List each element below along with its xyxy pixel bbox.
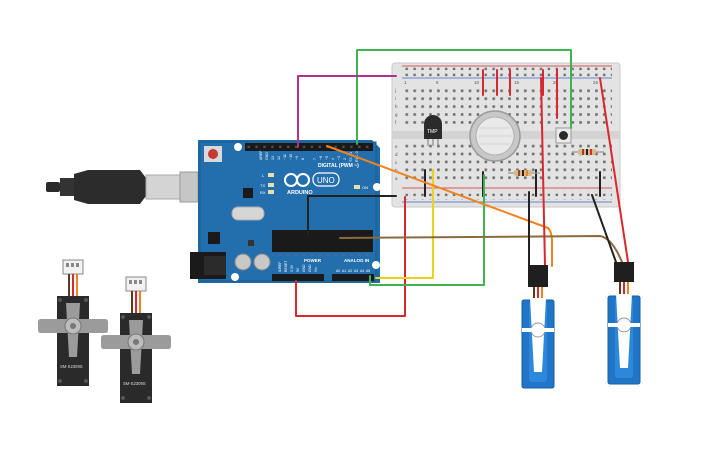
usb-cable — [46, 170, 199, 204]
resistor-2 — [508, 170, 540, 176]
bb-row-h: h — [395, 104, 398, 109]
breadboard-column-numbers: 1 5 10 15 20 25 — [404, 80, 599, 85]
resistor-1 — [572, 149, 604, 155]
pin-1: TX→1 — [349, 152, 353, 162]
analog-label: ANALOG IN — [344, 258, 369, 263]
led-l-label: L — [262, 173, 265, 178]
atmega-chip — [272, 230, 373, 252]
bb-col-1: 1 — [404, 80, 407, 85]
arduino-uno-board: AREF GND 13 12 ~11 ~10 ~9 8 7 ~6 ~5 4 ~3… — [190, 140, 381, 283]
wire-servo1-red — [540, 77, 546, 267]
pin-a0: A0 — [336, 269, 340, 273]
pin-5: ~5 — [325, 156, 329, 160]
bb-col-10: 10 — [474, 80, 480, 85]
pin-5v: 5V — [296, 267, 300, 272]
bb-row-i: i — [395, 96, 396, 101]
pin-9: ~9 — [295, 156, 299, 160]
pin-a5: A5 — [366, 269, 370, 273]
bb-row-a: a — [395, 176, 398, 181]
tmp-label: TMP — [427, 129, 438, 135]
pin-gnd-1: GND — [302, 264, 306, 272]
bb-col-20: 20 — [553, 80, 559, 85]
pin-12: 12 — [277, 156, 281, 160]
arduino-brand-label: ARDUINO — [287, 190, 313, 196]
servo-blue-2 — [607, 262, 641, 385]
bb-row-c: c — [395, 160, 398, 165]
wire-orange — [326, 145, 553, 267]
wire-green-top — [356, 49, 572, 145]
pin-10: ~10 — [289, 154, 293, 160]
pin-gnd-2: GND — [308, 264, 312, 272]
reset-button — [208, 149, 218, 159]
bb-row-d: d — [395, 152, 398, 157]
digital-label: DIGITAL (PWM ~) — [318, 163, 359, 169]
servo-black-2-label: SM-S2309S — [123, 381, 146, 386]
push-button — [555, 127, 572, 144]
arduino-logo: ARDUINO UNO — [284, 172, 340, 196]
pin-7: 7 — [313, 158, 317, 160]
wire-magenta — [297, 75, 397, 148]
pin-3v3: 3.3V — [290, 264, 294, 272]
pin-11: ~11 — [283, 154, 287, 160]
wires — [295, 49, 629, 317]
bb-row-j: j — [394, 88, 396, 93]
pin-2: 2 — [343, 158, 347, 160]
led-rx-label: RX — [260, 190, 266, 195]
bb-row-e: e — [395, 144, 398, 149]
bb-row-g: g — [395, 112, 398, 117]
power-label: POWER — [304, 258, 322, 263]
bb-col-15: 15 — [514, 80, 520, 85]
bb-row-f: f — [395, 120, 397, 125]
pin-vin: Vin — [314, 267, 318, 272]
led-on-label: ON — [362, 185, 368, 190]
servo-blue-1 — [521, 265, 555, 389]
pin-13: 13 — [271, 156, 275, 160]
pin-4: 4 — [331, 158, 335, 160]
analog-header — [332, 274, 374, 281]
servo-black-1-label: SM-S2309S — [60, 364, 83, 369]
breadboard-row-letters: j i h g f e d c b a — [394, 88, 398, 181]
uno-label: UNO — [317, 176, 335, 185]
wire-brown — [339, 235, 623, 263]
bb-col-25: 25 — [593, 80, 599, 85]
bb-row-b: b — [395, 168, 398, 173]
wire-green-bottom — [369, 174, 485, 286]
tmp-sensor: TMP — [424, 115, 442, 146]
power-header — [272, 274, 324, 281]
pin-a2: A2 — [348, 269, 352, 273]
pin-aref: AREF — [259, 150, 263, 160]
wire-black-gnd — [307, 195, 397, 236]
pin-a3: A3 — [354, 269, 358, 273]
pin-a1: A1 — [342, 269, 346, 273]
pin-8: 8 — [301, 158, 305, 160]
pin-a4: A4 — [360, 269, 364, 273]
bb-col-5: 5 — [436, 80, 439, 85]
round-sensor — [469, 110, 521, 162]
pin-ioref: IOREF — [278, 262, 282, 272]
wire-servo2-red — [599, 77, 629, 263]
servo-black-2: SM-S2309S — [101, 276, 171, 403]
wire-servo2-black — [591, 194, 617, 263]
led-tx-label: TX — [260, 183, 265, 188]
wire-red-5v — [295, 196, 406, 317]
pin-3: ~3 — [337, 156, 341, 160]
wire-yellow — [375, 169, 434, 279]
pin-6: ~6 — [319, 156, 323, 160]
servo-black-1: SM-S2309S — [38, 259, 108, 386]
pin-reset: RESET — [284, 261, 288, 272]
pin-gnd-top: GND — [265, 152, 269, 160]
